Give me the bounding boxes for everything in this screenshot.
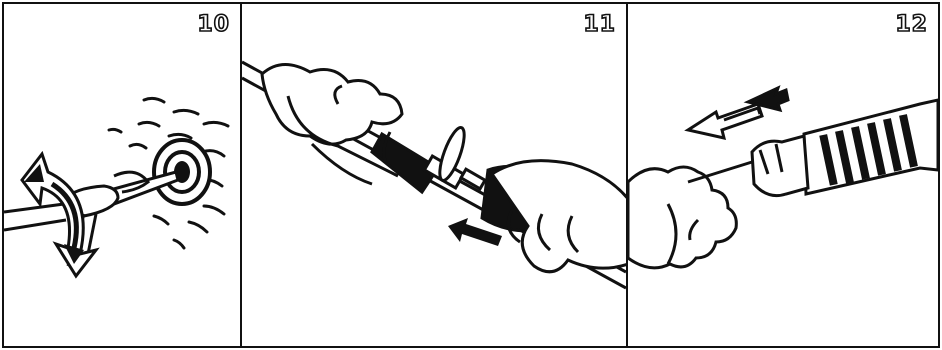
step-number: 11 [583, 11, 616, 38]
step-panel-11: 11 [240, 2, 628, 348]
step-number: 12 [895, 11, 928, 38]
hand-icon [260, 63, 404, 186]
left-arrow-icon [448, 218, 502, 246]
armature-icon [750, 98, 938, 198]
step-10-illustration [4, 96, 230, 279]
step-11-illustration [242, 60, 626, 290]
step-panel-12: 12 [626, 2, 940, 348]
hand-icon [628, 160, 753, 270]
step-number: 10 [197, 11, 230, 38]
double-arrow-icon [684, 85, 790, 140]
step-panel-10: 10 [2, 2, 242, 348]
hand-icon [480, 159, 626, 274]
hand-icon [4, 170, 151, 232]
step-12-illustration [628, 85, 938, 270]
rotate-arrow-icon [20, 150, 100, 279]
knob-icon [152, 138, 212, 206]
brush-holder-icon [370, 126, 488, 195]
